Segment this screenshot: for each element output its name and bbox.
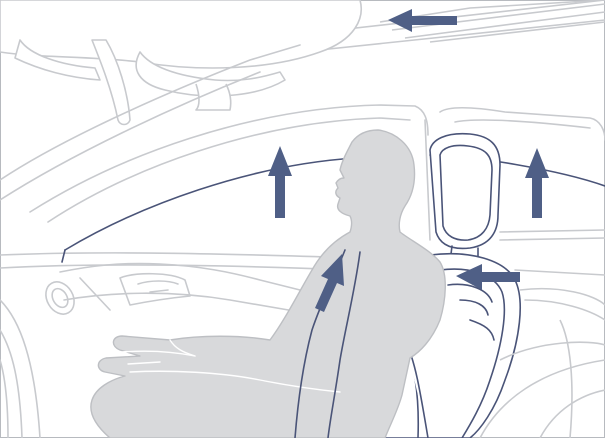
arrow-up-icon [525,148,549,218]
occupant-silhouette [91,130,445,438]
air-vent-icon [40,277,80,319]
arrow-up-icon [268,146,292,218]
